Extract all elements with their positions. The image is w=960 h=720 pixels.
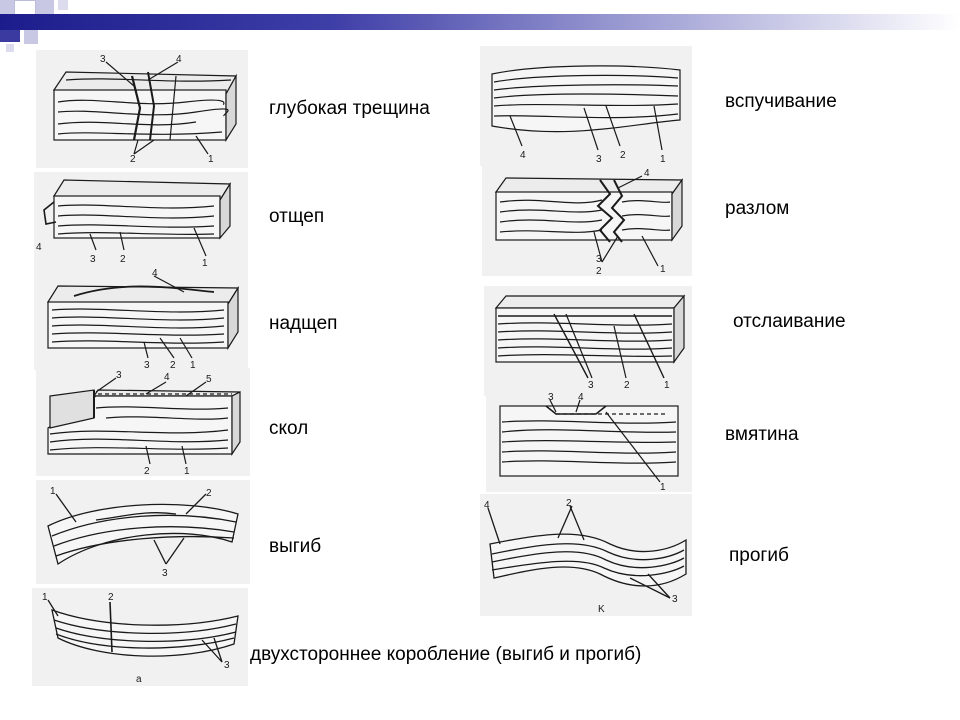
header-square	[36, 0, 54, 18]
callout-label: 4	[36, 242, 42, 253]
callout-label: 3	[116, 370, 122, 381]
callout-label: 1	[660, 264, 666, 275]
callout-label: 1	[208, 154, 214, 165]
callout-label: 2	[624, 380, 630, 391]
double-warp-illustration: 1 2 3 a	[32, 588, 248, 686]
chip-illustration: 3 4 5 2 1	[36, 368, 250, 476]
label-dent: вмятина	[725, 424, 799, 445]
label-bulge-up: выгиб	[269, 536, 322, 557]
callout-label: 2	[130, 154, 136, 165]
callout-label: a	[136, 674, 142, 685]
callout-label: 2	[108, 592, 114, 603]
break-illustration: 4 3 2 1	[482, 166, 692, 276]
callout-label: 4	[520, 150, 526, 161]
header-square	[24, 30, 38, 44]
callout-label: 2	[120, 254, 126, 265]
callout-label: 3	[90, 254, 96, 265]
header-gradient-bar	[0, 14, 960, 30]
callout-label: 4	[484, 500, 490, 511]
label-peeling: отслаивание	[733, 311, 846, 332]
header-square	[6, 44, 14, 52]
callout-label: 2	[566, 498, 572, 509]
header-band	[0, 0, 960, 52]
callout-label: 4	[644, 168, 650, 179]
label-chip: скол	[269, 418, 309, 439]
callout-label: 2	[620, 150, 626, 161]
callout-label: 3	[100, 54, 106, 65]
callout-label: 1	[660, 154, 666, 165]
dent-illustration: 3 4 1	[486, 392, 692, 492]
callout-label: 2	[170, 360, 176, 370]
callout-label: 3	[596, 154, 602, 165]
callout-label: 2	[144, 466, 150, 476]
callout-label: 1	[184, 466, 190, 476]
deep-crack-illustration: 3 4 2 1	[36, 50, 248, 168]
callout-label: 1	[664, 380, 670, 391]
label-splinter-over: надщеп	[269, 313, 338, 334]
callout-label: 4	[164, 372, 170, 383]
splinter-over-illustration: 4 3 2 1	[34, 266, 248, 370]
callout-label: 2	[596, 266, 602, 276]
callout-label: 5	[206, 374, 212, 385]
label-double-warp: двухстороннее коробление (выгиб и прогиб…	[250, 644, 642, 665]
callout-label: 3	[596, 254, 602, 265]
callout-label: 1	[202, 258, 208, 269]
header-square	[0, 0, 14, 14]
label-swelling: вспучивание	[725, 91, 837, 112]
callout-label: 4	[578, 392, 584, 403]
label-splinter-out: отщеп	[269, 206, 325, 227]
splinter-out-illustration: 4 3 2 1	[34, 172, 248, 270]
callout-label: 3	[588, 380, 594, 391]
callout-label: 3	[162, 568, 168, 579]
callout-label: 4	[176, 54, 182, 65]
callout-label: 3	[144, 360, 150, 370]
callout-label: 3	[548, 392, 554, 403]
swelling-illustration: 4 3 2 1	[480, 46, 692, 166]
callout-label: 2	[206, 488, 212, 499]
sag-illustration: 4 2 3 K	[480, 494, 692, 616]
label-break: разлом	[725, 198, 790, 219]
callout-label: 4	[152, 268, 158, 279]
header-square	[58, 0, 68, 10]
callout-label: 1	[50, 486, 56, 497]
callout-label: 3	[672, 594, 678, 605]
callout-label: 3	[224, 660, 230, 671]
label-deep-crack: глубокая трещина	[269, 98, 430, 119]
peeling-illustration: 3 2 1	[484, 286, 692, 396]
callout-label: 1	[42, 592, 48, 603]
callout-label: 1	[660, 482, 666, 492]
callout-label: K	[598, 604, 605, 615]
label-sag: прогиб	[729, 545, 789, 566]
bulge-up-illustration: 1 2 3	[36, 480, 250, 584]
callout-label: 1	[190, 360, 196, 370]
